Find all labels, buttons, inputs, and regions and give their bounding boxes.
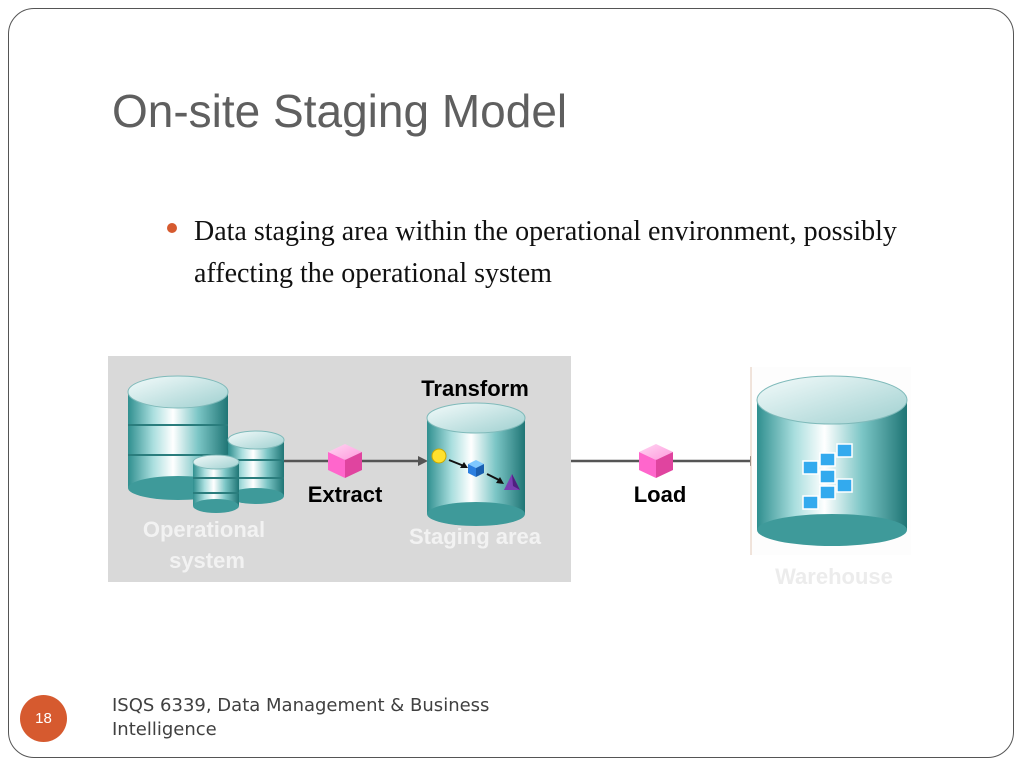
extract-label: Extract [308, 482, 383, 507]
operational-database-icon [127, 375, 285, 513]
load-label: Load [634, 482, 687, 507]
operational-system-label-line1: Operational [143, 517, 265, 542]
page-number-badge: 18 [20, 695, 67, 742]
extract-cube-icon [328, 444, 362, 478]
warehouse-label: Warehouse [775, 564, 893, 589]
staging-area-database-icon [426, 402, 526, 526]
warehouse-database-icon [756, 375, 908, 546]
load-cube-icon [639, 444, 673, 478]
operational-system-label-line2: system [169, 548, 245, 573]
warehouse-blocks-icon [802, 443, 853, 510]
bullet-marker [167, 223, 177, 233]
page-number: 18 [35, 710, 52, 727]
slide-footer: ISQS 6339, Data Management & Business In… [112, 695, 490, 740]
transform-label: Transform [421, 376, 529, 401]
bullet-text: Data staging area within the operational… [194, 216, 897, 289]
slide-title: On-site Staging Model [112, 85, 568, 137]
staging-area-label: Staging area [409, 524, 542, 549]
